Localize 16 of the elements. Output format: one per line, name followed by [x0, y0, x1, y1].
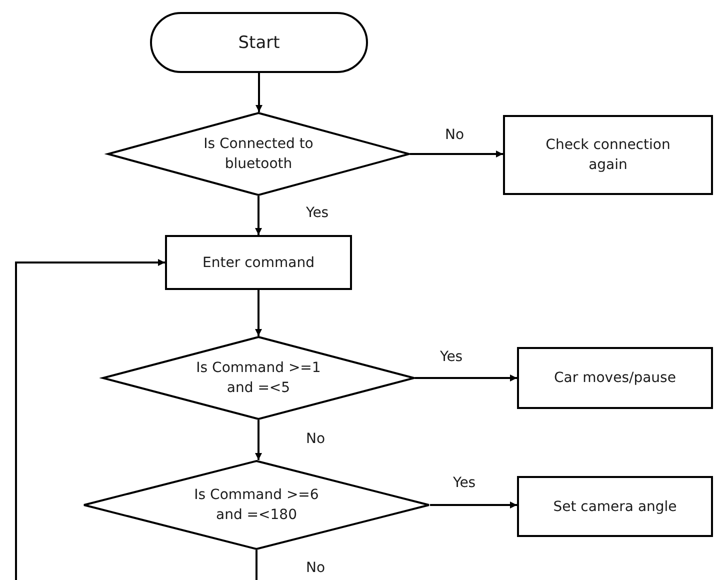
- node-label: Car moves/pause: [554, 369, 676, 388]
- arrow: [415, 374, 517, 382]
- arrow: [15, 259, 165, 580]
- node-label: Is Connected to bluetooth: [202, 135, 314, 174]
- arrow: [410, 150, 503, 158]
- node-label: Check connection again: [544, 136, 672, 175]
- node-label: Start: [238, 32, 280, 52]
- arrow: [255, 196, 262, 235]
- node-label: Is Command >=6 and =<180: [193, 486, 320, 525]
- arrow: [256, 73, 262, 112]
- arrow: [430, 502, 517, 508]
- node-label: Enter command: [202, 254, 314, 272]
- arrow: [255, 290, 262, 336]
- node-label: Is Command >=1 and =<5: [195, 359, 322, 398]
- node-label: Set camera angle: [553, 498, 677, 516]
- arrow: [255, 420, 262, 460]
